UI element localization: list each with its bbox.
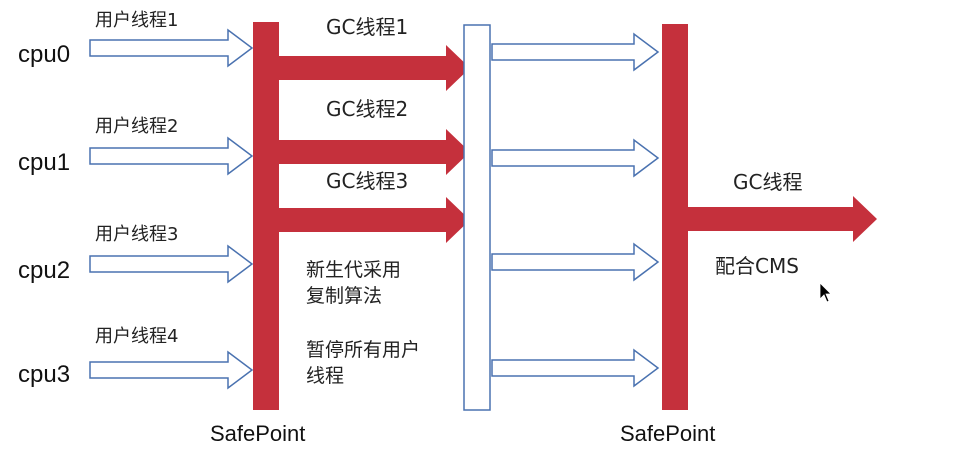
user-thread-arrow-4	[89, 350, 254, 390]
user-thread-label-3: 用户线程3	[95, 224, 178, 245]
resume-arrow-4	[491, 348, 660, 388]
safepoint-bar-1	[253, 22, 279, 410]
mouse-pointer-icon	[819, 282, 832, 303]
safepoint-label-2: SafePoint	[620, 421, 715, 446]
young-gen-note-line-1: 新生代采用	[306, 259, 401, 281]
gc-thread-label-3: GC线程3	[326, 169, 408, 193]
gc-thread-arrow-2	[279, 129, 470, 175]
gc-thread-arrow-cms	[688, 196, 877, 242]
resume-arrow-2	[491, 138, 660, 178]
resume-arrow-1	[491, 32, 660, 72]
pause-note-line-2: 线程	[306, 365, 344, 387]
pause-note-line-1: 暂停所有用户	[306, 339, 420, 361]
user-thread-label-4: 用户线程4	[95, 326, 178, 347]
gc-thread-arrow-1	[279, 45, 470, 91]
resume-arrow-3	[491, 242, 660, 282]
safepoint-label-1: SafePoint	[210, 421, 305, 446]
gc-phase-block	[463, 24, 491, 411]
cpu-label-2: cpu2	[18, 257, 70, 284]
cpu-label-1: cpu1	[18, 149, 70, 176]
young-gen-note-line-2: 复制算法	[306, 285, 382, 307]
gc-thread-label-1: GC线程1	[326, 15, 408, 39]
user-thread-arrow-2	[89, 136, 254, 176]
cpu-label-3: cpu3	[18, 361, 70, 388]
user-thread-label-2: 用户线程2	[95, 116, 178, 137]
cms-note: 配合CMS	[715, 254, 799, 278]
gc-thread-label-cms: GC线程	[733, 170, 802, 194]
user-thread-arrow-1	[89, 28, 254, 68]
gc-thread-arrow-3	[279, 197, 470, 243]
user-thread-arrow-3	[89, 244, 254, 284]
cpu-label-0: cpu0	[18, 41, 70, 68]
gc-thread-label-2: GC线程2	[326, 97, 408, 121]
safepoint-bar-2	[662, 24, 688, 410]
user-thread-label-1: 用户线程1	[95, 10, 178, 31]
